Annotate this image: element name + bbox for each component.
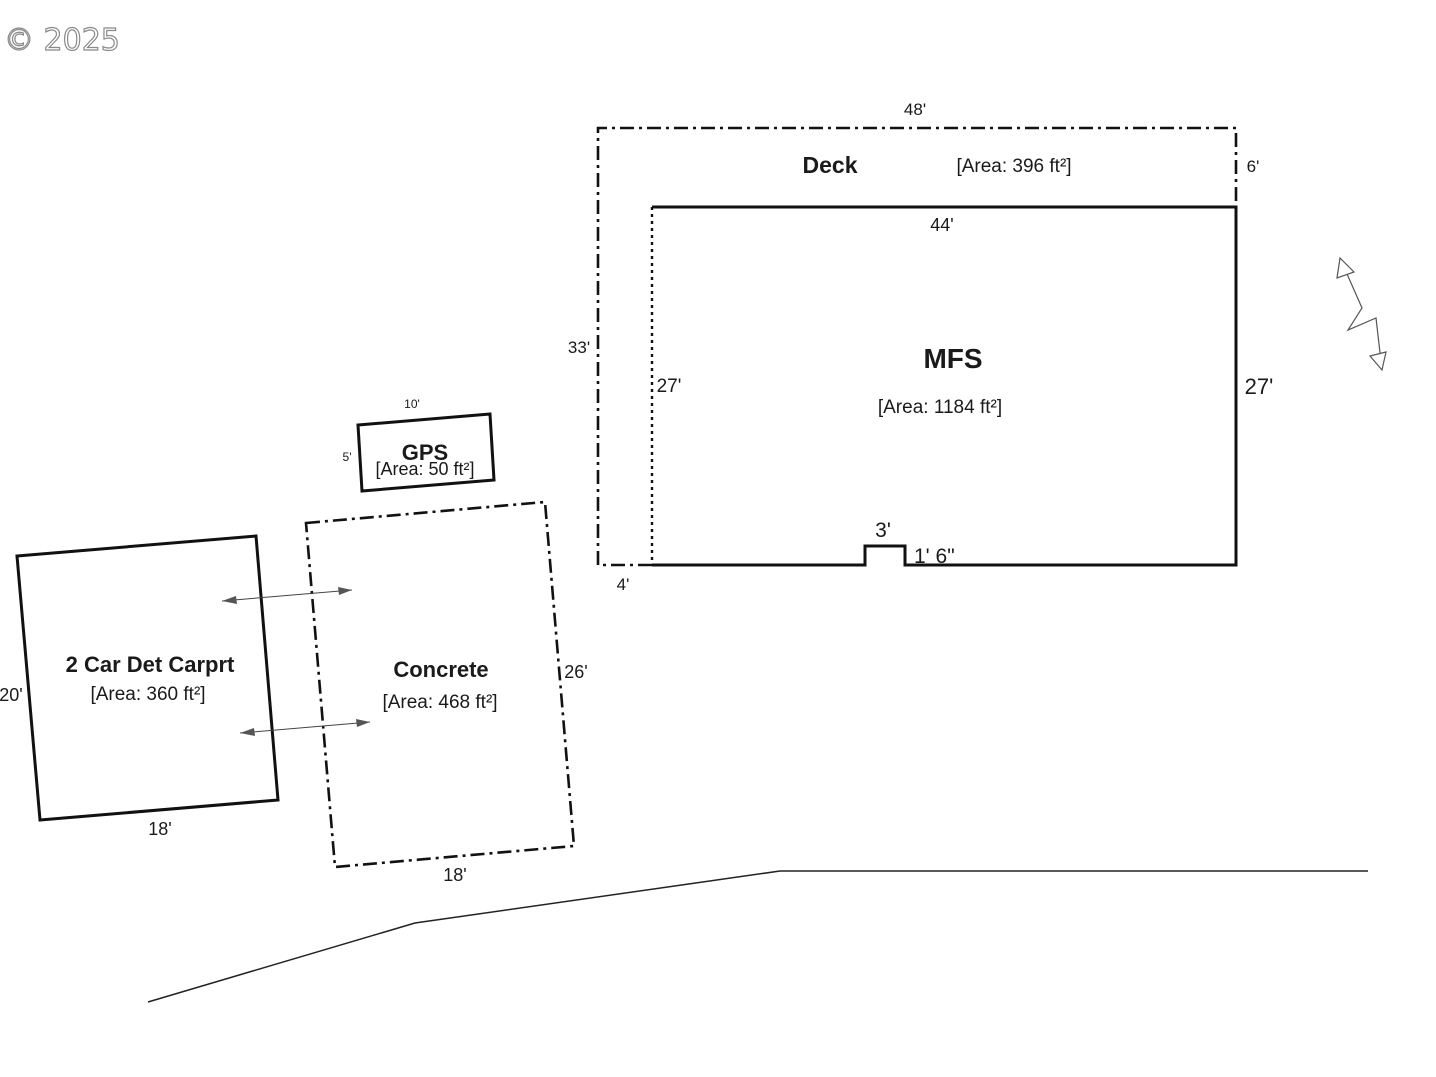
north-arrow-icon (1336, 256, 1387, 372)
property-line (147, 870, 1368, 1003)
mfs-dim-left: 27' (657, 376, 682, 397)
deck-dim-bottom-left: 4' (617, 575, 630, 594)
mfs-notch-width: 3' (875, 519, 891, 542)
arrowhead-icon (240, 728, 255, 736)
deck-area: Deck [Area: 396 ft²] 48' 6' 33' 4' (568, 100, 1259, 594)
arrowhead-icon (222, 596, 237, 604)
gps-label: GPS (402, 440, 448, 465)
connector-arrow-lower (239, 721, 371, 734)
deck-outline (596, 126, 1238, 567)
mfs-area-label: [Area: 1184 ft²] (878, 397, 1002, 418)
arrowhead-icon (338, 587, 352, 595)
connector-arrow-upper (221, 589, 353, 602)
deck-dim-right: 6' (1247, 157, 1260, 176)
concrete-area-label: [Area: 468 ft²] (382, 692, 497, 713)
gps-area: GPS [Area: 50 ft²] 10' 5' (343, 397, 496, 493)
mfs-label: MFS (923, 343, 982, 374)
concrete-area: Concrete [Area: 468 ft²] 26' 18' (304, 500, 588, 885)
concrete-dim-right: 26' (564, 662, 587, 682)
deck-area-label: [Area: 396 ft²] (956, 156, 1071, 177)
mfs-dim-top: 44' (930, 215, 953, 235)
mfs-outline (652, 205, 1238, 567)
carport-dim-left: 20' (0, 685, 23, 705)
carport-area: 2 Car Det Carprt [Area: 360 ft²] 20' 18' (0, 534, 280, 839)
concrete-outline (304, 500, 576, 869)
gps-dim-top: 10' (404, 397, 420, 411)
mfs-area: MFS [Area: 1184 ft²] 44' 27' 27' 3' 1' 6… (650, 205, 1274, 568)
concrete-dim-bottom: 18' (443, 865, 466, 885)
deck-label: Deck (803, 152, 858, 178)
carport-label: 2 Car Det Carprt (66, 652, 235, 677)
connector-arrows (221, 587, 371, 736)
carport-dim-bottom: 18' (148, 819, 171, 839)
mfs-dim-right: 27' (1245, 374, 1274, 399)
arrowhead-icon (356, 719, 370, 727)
carport-area-label: [Area: 360 ft²] (90, 684, 205, 705)
deck-dim-left: 33' (568, 338, 590, 357)
deck-dim-top: 48' (904, 100, 926, 119)
carport-outline (15, 534, 280, 822)
concrete-label: Concrete (393, 657, 488, 682)
copyright-watermark: © 2025 (4, 23, 120, 58)
mfs-notch-depth: 1' 6" (914, 545, 955, 568)
gps-area-label: [Area: 50 ft²] (375, 459, 474, 479)
gps-outline (356, 412, 496, 493)
gps-dim-left: 5' (343, 450, 352, 464)
